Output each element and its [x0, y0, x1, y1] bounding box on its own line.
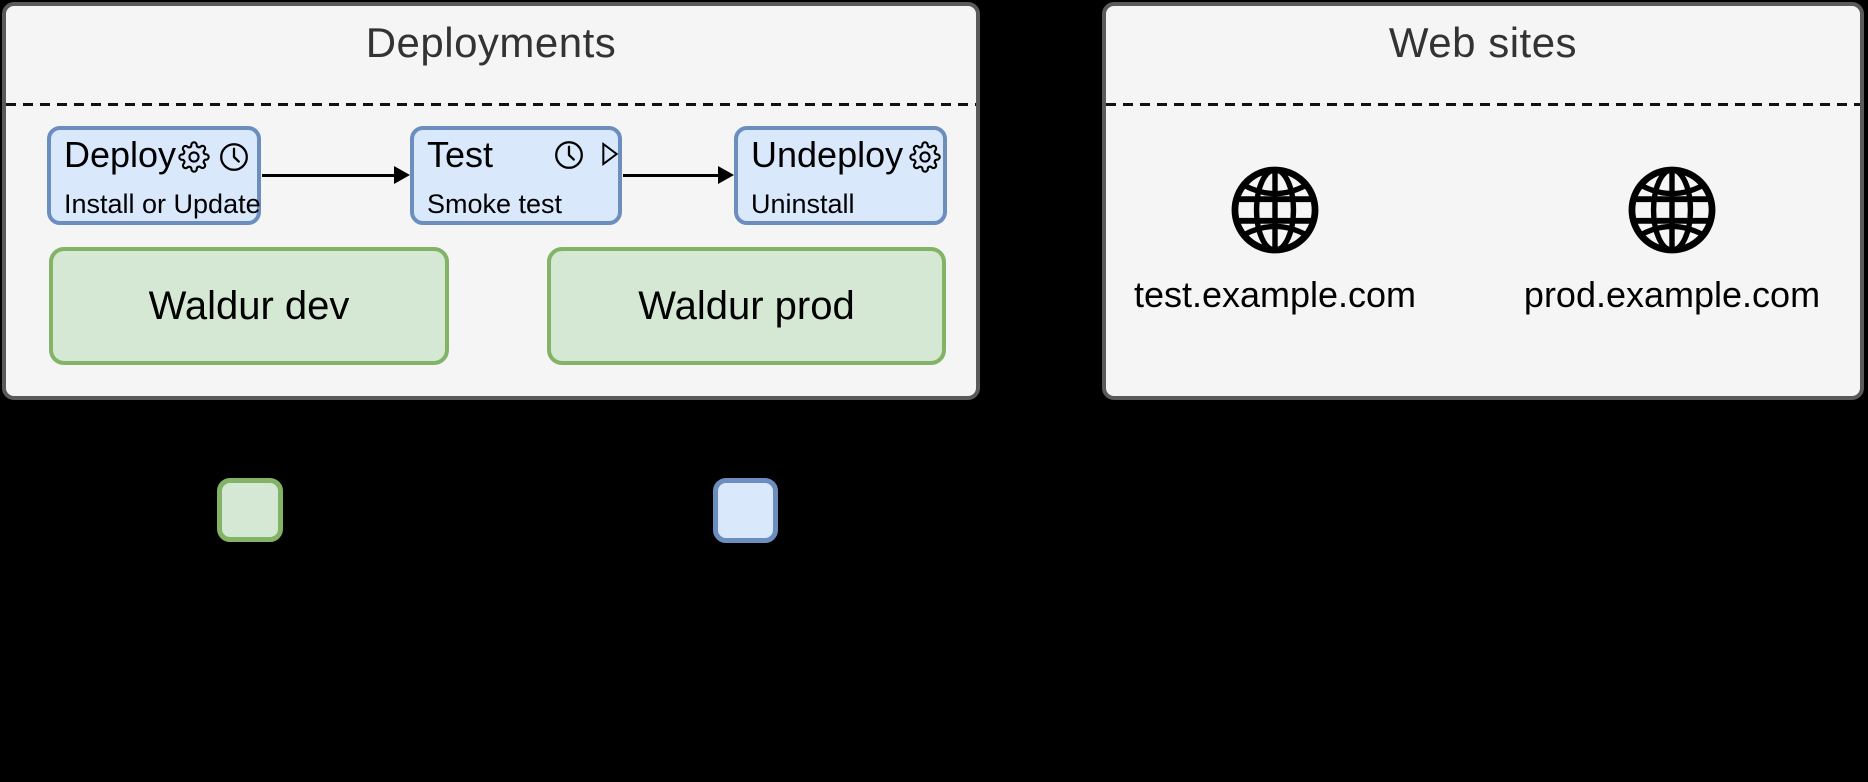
websites-panel-title: Web sites [1388, 19, 1578, 66]
environment-waldur-dev: Waldur dev [49, 247, 449, 365]
globe-icon [1230, 164, 1320, 256]
globe-icon [1627, 164, 1717, 256]
step-subtitle: Smoke test [427, 189, 563, 219]
step-undeploy: Undeploy Uninstall [734, 126, 947, 225]
legend-environment-swatch [217, 478, 283, 542]
step-subtitle: Install or Update [64, 189, 261, 219]
arrow-test-to-undeploy [623, 174, 721, 177]
arrowhead-test-to-undeploy [718, 166, 734, 184]
arrowhead-deploy-to-test [394, 166, 410, 184]
site-domain: test.example.com [1133, 274, 1417, 315]
arrow-deploy-to-test [262, 174, 396, 177]
step-title: Test [427, 134, 494, 175]
step-test: Test Smoke test [410, 126, 622, 225]
play-icon [592, 138, 624, 170]
step-subtitle: Uninstall [751, 189, 855, 219]
site-domain: prod.example.com [1523, 274, 1821, 315]
step-title: Deploy [64, 134, 177, 175]
legend-step-swatch [713, 478, 778, 543]
deployments-panel-title: Deployments [365, 19, 617, 66]
clock-icon [218, 141, 250, 173]
step-deploy: Deploy Install or Update [47, 126, 261, 225]
websites-panel: Web sites test.example.com [1102, 2, 1864, 400]
clock-icon [553, 139, 585, 171]
deployments-panel: Deployments Deploy Install or Update [2, 2, 980, 400]
environment-label: Waldur dev [148, 283, 350, 328]
environment-label: Waldur prod [638, 283, 855, 328]
environment-waldur-prod: Waldur prod [547, 247, 946, 365]
dashed-separator [6, 103, 976, 106]
gear-icon [909, 141, 941, 173]
dashed-separator [1106, 103, 1860, 106]
site-prod: prod.example.com [1522, 164, 1822, 316]
gear-icon [178, 141, 210, 173]
step-title: Undeploy [751, 134, 904, 175]
site-test: test.example.com [1125, 164, 1425, 316]
